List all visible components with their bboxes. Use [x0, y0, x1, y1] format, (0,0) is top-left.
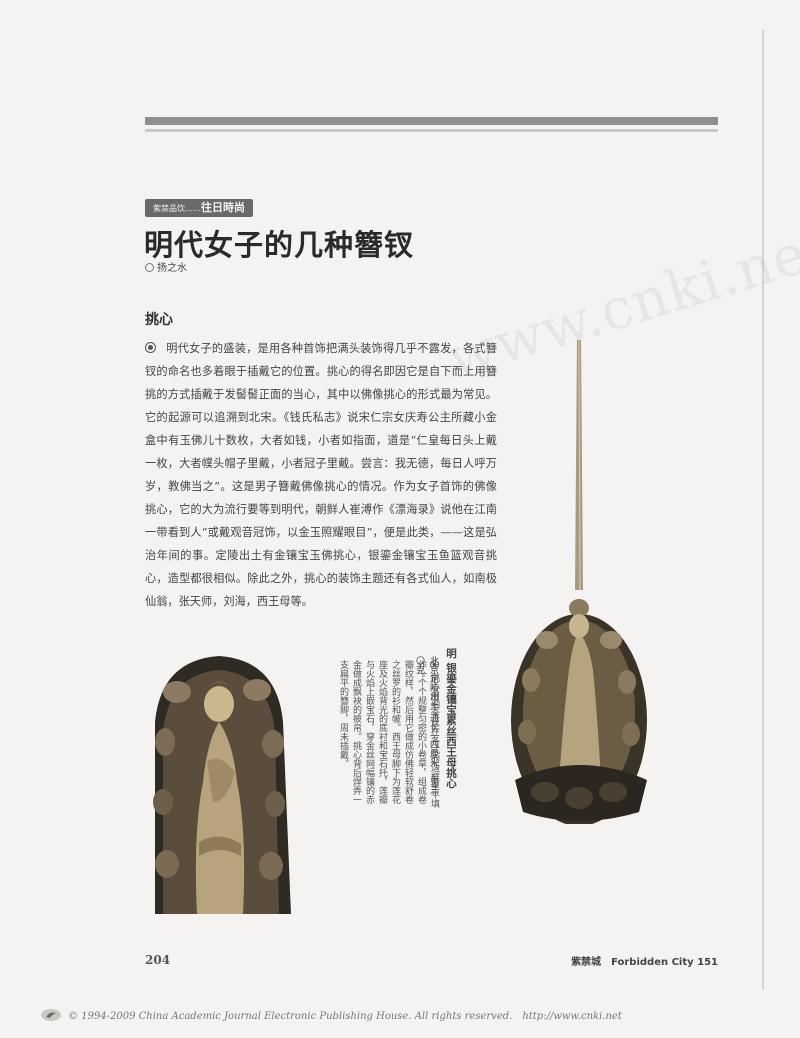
column-tag: 紫禁品饮……往日時尚: [145, 199, 253, 217]
column-tag-label: 紫禁品饮……: [153, 204, 201, 213]
caption-body-text: 挑心用细金丝在各式的边框里平填作一个个规整匀密的小卷草，组成卷瓣纹样，然后用它做…: [338, 660, 439, 808]
author-name: 扬之水: [157, 263, 187, 274]
caption-title: 明 银鎏金镶宝累丝西王母挑心: [445, 648, 457, 789]
author-line: 扬之水: [145, 259, 187, 274]
caption-bullet-icon: [429, 660, 439, 669]
caption-body: 挑心用细金丝在各式的边框里平填作一个个规整匀密的小卷草，组成卷瓣纹样，然后用它做…: [336, 660, 440, 812]
magazine-name-en: Forbidden City 151: [611, 957, 718, 968]
copyright-text: © 1994-2009 China Academic Journal Elect…: [68, 1011, 513, 1022]
header-rule-thin: [145, 129, 718, 132]
cnki-url-link[interactable]: http://www.cnki.net: [522, 1011, 622, 1022]
section-heading: 挑心: [145, 312, 173, 328]
hairpin-photo: [511, 340, 647, 824]
page-number: 204: [145, 953, 171, 967]
hairpin-detail-photo: [147, 652, 291, 914]
caption-source: 北京定陵出土 通长一四厘米，重三〇克。: [414, 656, 438, 794]
cnki-logo-icon: [41, 1009, 61, 1021]
magazine-footer: 紫禁城 Forbidden City 151: [571, 953, 718, 968]
paragraph-bullet-icon: [145, 342, 156, 353]
article-body-text: 明代女子的盛装，是用各种首饰把满头装饰得几乎不露发，各式簪钗的命名也多着眼于插戴…: [145, 342, 497, 608]
article-body: 明代女子的盛装，是用各种首饰把满头装饰得几乎不露发，各式簪钗的命名也多着眼于插戴…: [145, 337, 497, 613]
author-ring-icon: [145, 263, 154, 272]
column-tag-subtitle: 往日時尚: [201, 201, 245, 214]
header-rule-thick: [145, 117, 718, 125]
copyright-line: © 1994-2009 China Academic Journal Elect…: [40, 1008, 622, 1022]
page-binding-edge: [762, 30, 764, 990]
article-title: 明代女子的几种簪钗: [144, 228, 415, 262]
magazine-name-cn: 紫禁城: [571, 957, 602, 968]
